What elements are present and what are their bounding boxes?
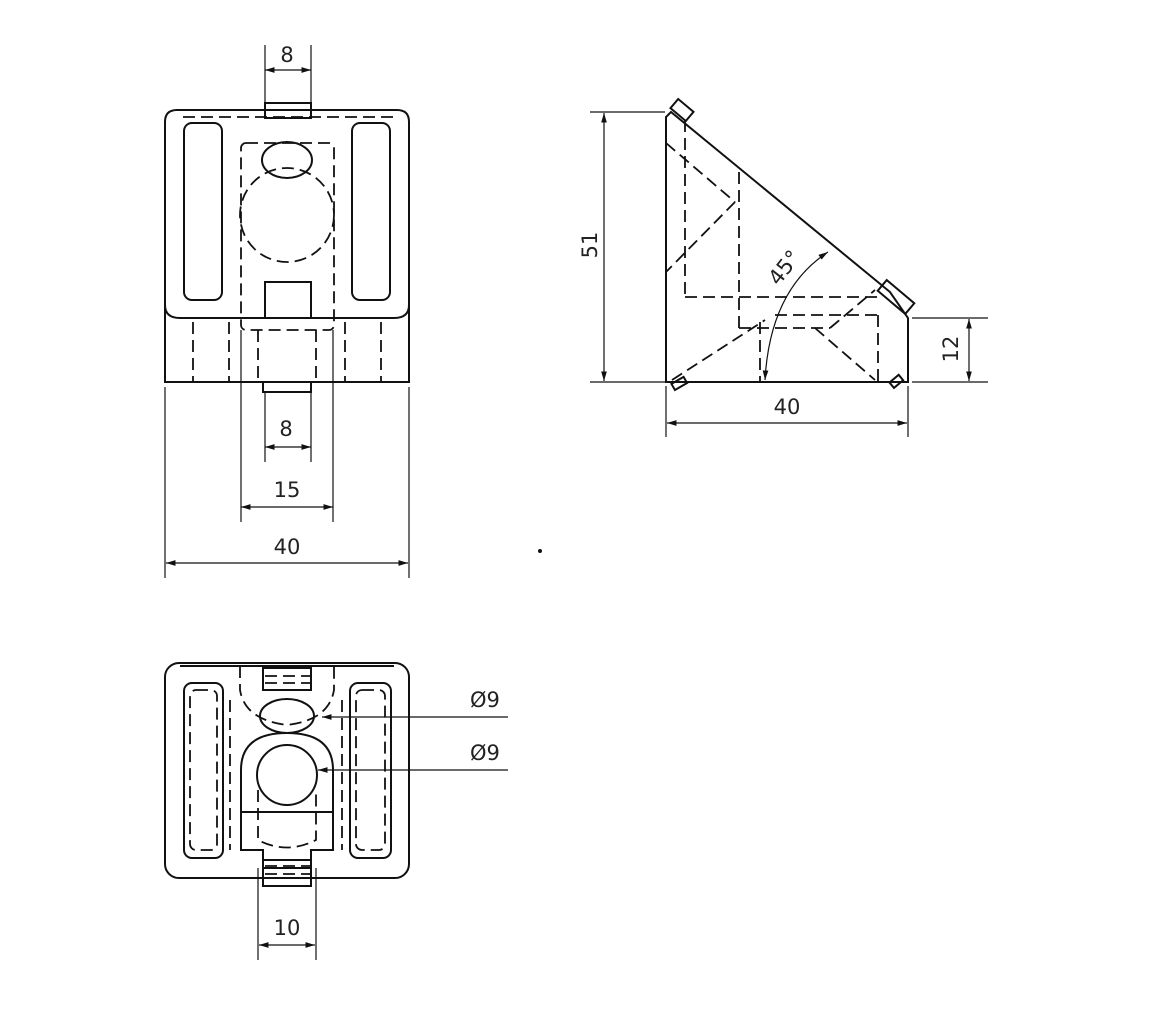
dim-overall-width-label: 40 <box>274 535 301 559</box>
dim-hole-upper-label: Ø9 <box>470 688 500 712</box>
stray-dot <box>538 549 542 553</box>
dim-tab-width-label: 10 <box>274 916 301 940</box>
dim-foot-height-label: 12 <box>939 336 963 363</box>
dim-hole-lower-label: Ø9 <box>470 741 500 765</box>
front-view: 8 8 15 40 <box>164 43 410 578</box>
dim-base-width-label: 40 <box>774 395 801 419</box>
dim-height-label: 51 <box>578 232 602 259</box>
bottom-view: Ø9 Ø9 10 <box>164 662 508 960</box>
side-view: 51 12 40 45° <box>578 97 988 437</box>
dim-top-tab-label: 8 <box>280 43 293 67</box>
dim-inner-width-label: 15 <box>274 478 301 502</box>
dim-angle-label: 45° <box>764 246 806 290</box>
dim-bottom-tab-label: 8 <box>279 417 292 441</box>
